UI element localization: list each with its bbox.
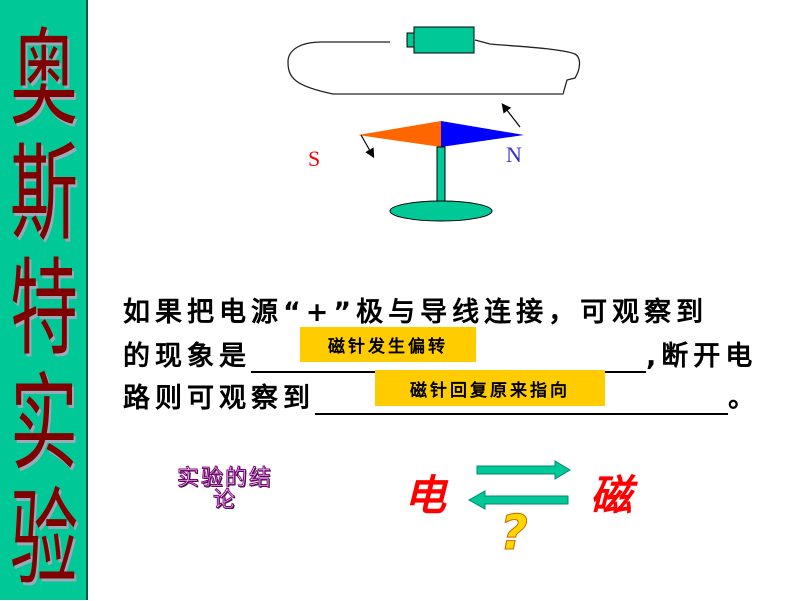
question-mark-icon: ? <box>500 505 529 562</box>
answer-1-box: 磁针发生偏转 <box>300 327 476 362</box>
needle-north <box>441 121 524 147</box>
question-line-1: 如果把电源“+”极与导线连接，可观察到 <box>123 297 709 328</box>
arrow-right <box>476 460 571 480</box>
battery <box>413 26 475 54</box>
south-label: S <box>308 146 321 171</box>
title-char: 奥 <box>9 18 78 142</box>
answer-blank-2 <box>315 385 728 415</box>
line3-prefix: 路则可观察到 <box>123 383 315 414</box>
stand-base <box>389 200 493 222</box>
line3-suffix: 。 <box>728 383 760 414</box>
question-line-3: 路则可观察到 。 <box>123 376 760 415</box>
needle-south <box>358 121 441 147</box>
title-char: 特 <box>9 248 78 372</box>
line2-prefix: 的现象是 <box>123 341 251 372</box>
north-label: N <box>506 142 522 167</box>
line2-suffix: ,断开电 <box>646 341 758 372</box>
conclusion-label: 实验的结 论 <box>120 466 330 513</box>
title-sidebar: 奥 斯 特 实 验 <box>0 0 88 600</box>
electricity-char: 电 <box>404 471 447 520</box>
wire <box>287 39 581 95</box>
arrow-left <box>467 490 569 510</box>
deflection-arrow <box>360 134 375 159</box>
title-char: 斯 <box>9 133 78 257</box>
magnetism-char: 磁 <box>590 471 633 520</box>
title-char: 验 <box>9 478 78 601</box>
current-arrow <box>501 103 521 128</box>
conclusion-label-line-2: 论 <box>212 488 237 513</box>
title-char: 实 <box>9 363 78 487</box>
conclusion-label-line-1: 实验的结 <box>176 466 273 491</box>
battery-terminal <box>406 32 415 48</box>
stand-pole <box>436 146 446 203</box>
answer-2-box: 磁针回复原来指向 <box>375 370 605 406</box>
